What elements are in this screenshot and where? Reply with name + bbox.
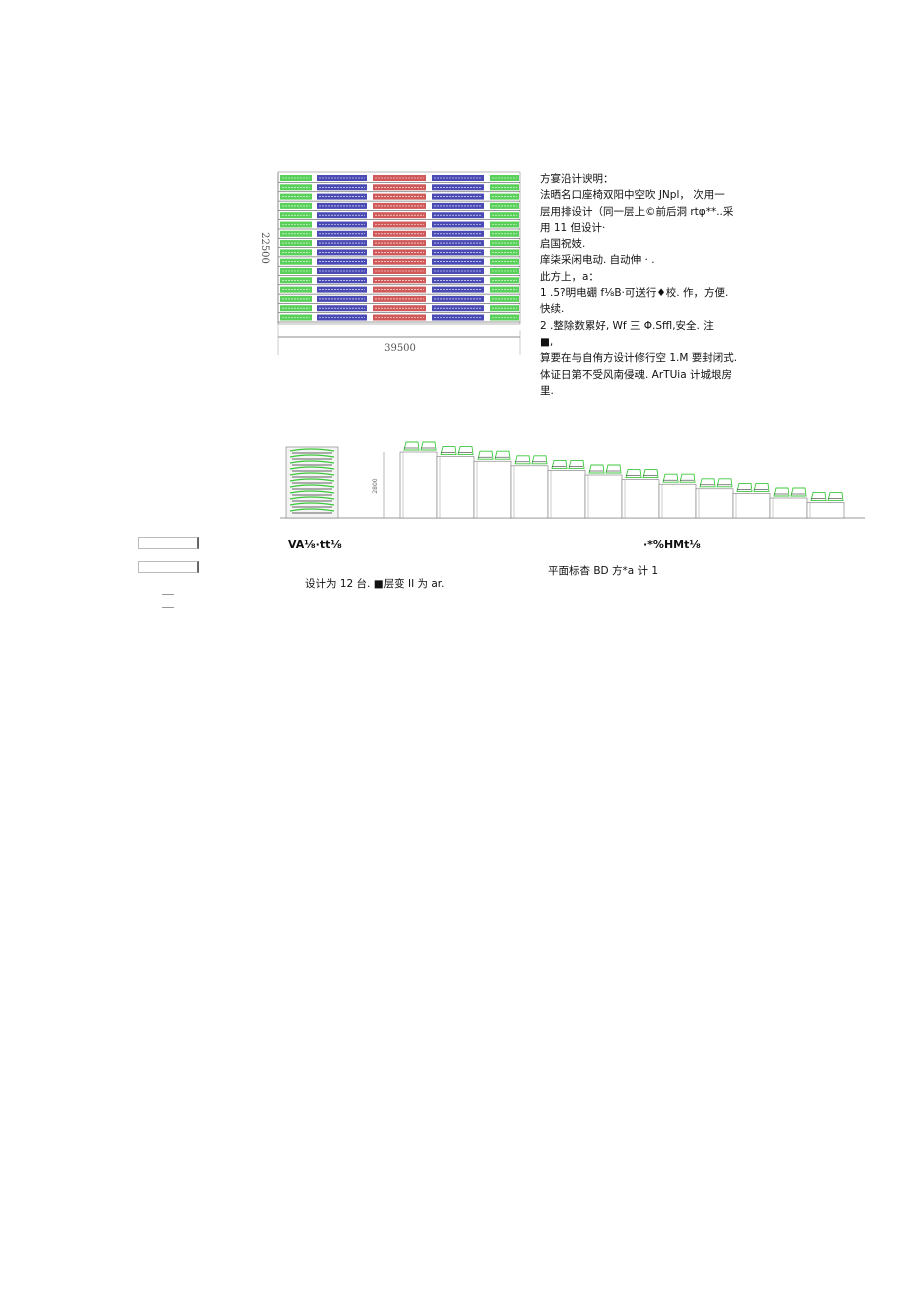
note-line: 此方上，a：	[540, 270, 599, 283]
seat	[531, 455, 548, 465]
side-height-dimension: 2800	[372, 478, 379, 493]
seating-side-drawing: 2800	[280, 441, 865, 519]
tier-step	[473, 460, 512, 519]
seat	[477, 450, 494, 460]
seat	[457, 446, 474, 456]
note-line: ■,	[540, 335, 554, 348]
note-line: 法晒名口座椅双阳中空吹 JNpl， 次用一	[540, 189, 725, 202]
plan-note: 平面标杳 BD 方*a 计 1	[548, 565, 659, 577]
seat	[753, 482, 770, 492]
tier-step	[547, 470, 586, 519]
seat	[679, 473, 696, 483]
seat	[736, 482, 753, 492]
seat	[588, 464, 605, 474]
seat	[551, 459, 568, 469]
seat	[699, 478, 716, 488]
tier-step	[658, 483, 697, 519]
seat	[605, 464, 622, 474]
left-caption: VA⅛·tt⅛	[288, 538, 342, 551]
right-caption: ·*%HMt⅛	[643, 538, 701, 551]
legend-box-2	[138, 561, 199, 573]
width-dimension: 39500	[384, 343, 416, 354]
tier-step	[510, 465, 549, 519]
note-line: 体证日第不受风南侵魂. ArTUia 计城垠房	[540, 368, 732, 381]
seat	[642, 469, 659, 479]
tier-step	[695, 488, 734, 519]
note-line: 2 .整除数累好, Wf 三 Φ.Sffl,安全. 注	[540, 319, 714, 332]
tier-step	[621, 479, 660, 519]
note-line: 快续.	[540, 303, 565, 316]
design-notes: 方宴沿计谀明： 法晒名口座椅双阳中空吹 JNpl， 次用一层用排设计（同一层上©前…	[540, 171, 775, 399]
note-line: 庠柒采闲电动. 自动伸 · .	[540, 254, 655, 267]
tier-step	[436, 456, 475, 519]
note-line: 层用排设计（同一层上©前后洞 rtφ**..采	[540, 205, 734, 218]
folded-stack	[285, 446, 339, 519]
tier-step	[399, 451, 438, 519]
seat	[716, 478, 733, 488]
legend-symbol-icon	[162, 594, 174, 608]
note-line: 用 11 但设计·	[540, 221, 606, 234]
tier-step	[732, 493, 771, 519]
seat	[568, 459, 585, 469]
tier-step	[769, 497, 808, 519]
design-note: 设计为 12 台. ■层变 II 为 ar.	[305, 578, 445, 590]
tier-step	[806, 502, 845, 519]
seat	[494, 450, 511, 460]
seat	[514, 455, 531, 465]
note-line: 方宴沿计谀明：	[540, 173, 614, 185]
seat	[810, 492, 827, 502]
note-line: 1 .5?明电硼 f⅛B·可送行♦校. 作，方便.	[540, 287, 729, 300]
tier-step	[584, 474, 623, 519]
seat	[625, 469, 642, 479]
seat	[440, 446, 457, 456]
seat	[662, 473, 679, 483]
seat	[773, 487, 790, 497]
height-dimension: 22500	[259, 232, 270, 264]
seating-plan-drawing: 22500 39500	[259, 171, 521, 355]
seat	[403, 441, 420, 451]
note-line: 算要在与自侑方设计修行空 1.M 要封闭式.	[540, 352, 738, 365]
seat	[420, 441, 437, 451]
note-line: 里.	[540, 384, 554, 397]
note-line: 启国祝妓.	[540, 238, 586, 251]
seat	[790, 487, 807, 497]
legend-box-1	[138, 537, 199, 549]
seat	[827, 492, 844, 502]
